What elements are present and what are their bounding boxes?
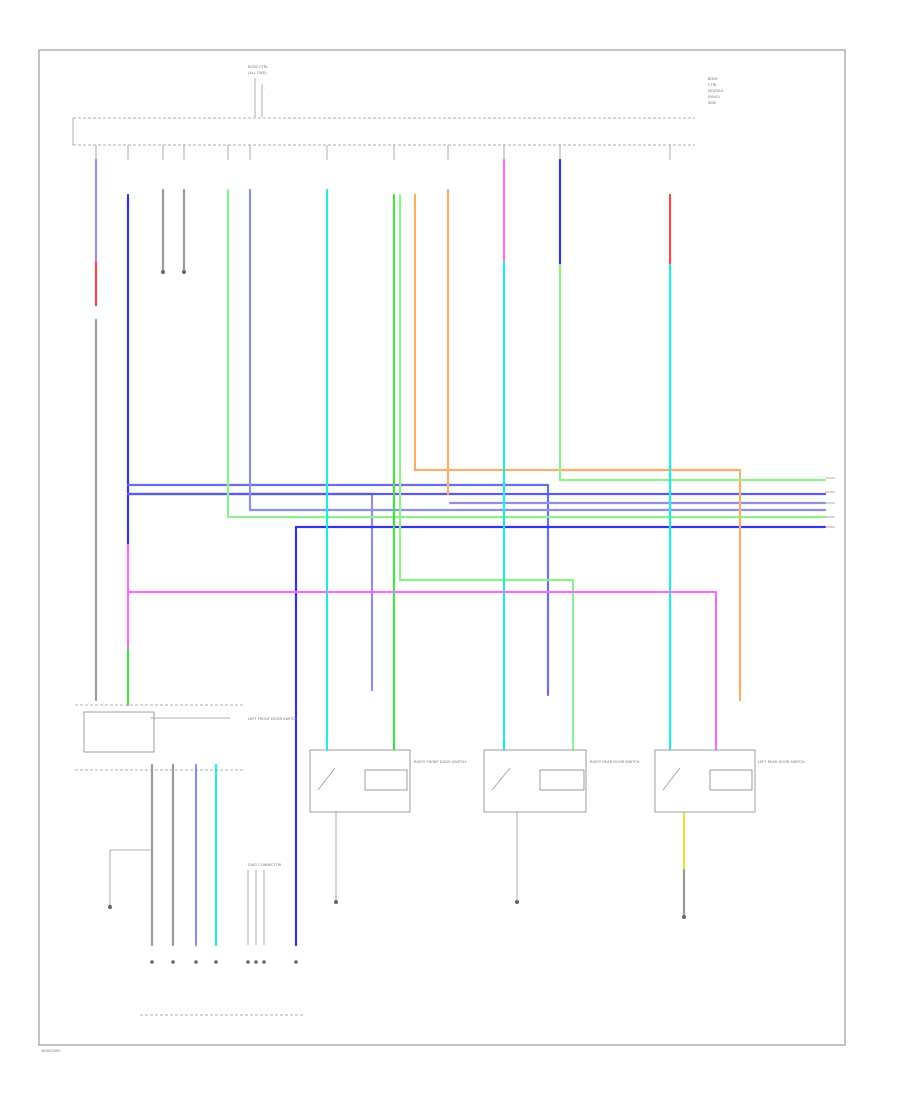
right-note-line-1: BODY bbox=[708, 77, 719, 81]
right-rear-door-switch: RIGHT REAR DOOR SWITCH bbox=[483, 749, 640, 904]
ground-note-text: DIAG CONNECTOR bbox=[248, 863, 282, 867]
short-wires bbox=[94, 188, 186, 702]
diagram-frame bbox=[38, 49, 846, 1046]
bus-blue-1 bbox=[126, 483, 550, 697]
right-note-line-3: MODULE bbox=[708, 89, 724, 93]
right-note-line-5: SIDE bbox=[708, 101, 717, 105]
left-front-switch-label: LEFT FRONT DOOR SWITCH bbox=[248, 717, 297, 721]
wire-green-560 bbox=[558, 263, 827, 482]
main-module-subtitle: (ALL FWD) bbox=[248, 71, 267, 75]
wire-orange-415 bbox=[413, 193, 742, 702]
right-front-switch-label: RIGHT FRONT DOOR SWITCH bbox=[414, 760, 466, 764]
right-module-note: BODY CTRL MODULE (PASS) SIDE bbox=[708, 77, 724, 105]
right-note-line-4: (PASS) bbox=[708, 95, 720, 99]
diag-connector: DIAG CONNECTOR bbox=[108, 849, 305, 1016]
right-rear-switch-label: RIGHT REAR DOOR SWITCH bbox=[590, 760, 640, 764]
wires bbox=[94, 158, 827, 947]
connector-pins bbox=[95, 145, 671, 160]
left-rear-door-switch: LEFT REAR DOOR SWITCH bbox=[654, 749, 805, 919]
wire-magenta-horizontal bbox=[126, 590, 718, 762]
main-module: BODY CTRL (ALL FWD) · bbox=[72, 65, 695, 146]
module-note-1: · bbox=[264, 87, 265, 91]
left-rear-switch-label: LEFT REAR DOOR SWITCH bbox=[758, 760, 805, 764]
wire-lightgreen-394b bbox=[398, 193, 575, 762]
terminal-dots bbox=[150, 960, 298, 964]
main-module-title: BODY CTRL bbox=[248, 65, 268, 69]
left-front-door-switch: LEFT FRONT DOOR SWITCH bbox=[75, 704, 297, 771]
right-note-line-2: CTRL bbox=[708, 83, 717, 87]
footer-code: W0000000 bbox=[41, 1049, 61, 1053]
bus-blue-bottom bbox=[294, 525, 827, 947]
right-edge-connectors bbox=[825, 477, 835, 528]
right-front-door-switch: RIGHT FRONT DOOR SWITCH bbox=[309, 749, 466, 904]
